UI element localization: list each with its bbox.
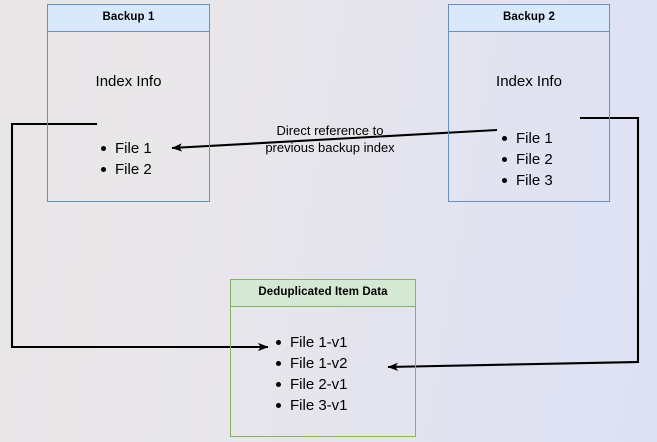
backup-2-body: Index Info File 1 File 2 File 3 — [449, 32, 609, 202]
backup-2-file-list: File 1 File 2 File 3 — [486, 128, 553, 191]
deduplicated-file-list: File 1-v1 File 1-v2 File 2-v1 File 3-v1 — [260, 332, 348, 416]
list-item: File 2-v1 — [276, 374, 348, 395]
connector-backup2-to-backup1-reference — [171, 128, 498, 152]
list-item: File 3 — [502, 170, 553, 191]
list-item: File 2 — [101, 159, 152, 180]
list-item: File 1 — [502, 128, 553, 149]
backup-1-index-info-caption: Index Info — [95, 72, 162, 90]
connector-backup1-file1-to-dedup — [10, 122, 269, 352]
list-item: File 1-v2 — [276, 353, 348, 374]
backup-2-box[interactable]: Backup 2 Index Info File 1 File 2 File 3 — [448, 4, 610, 202]
backup-2-title: Backup 2 — [449, 5, 609, 32]
direct-reference-label-line-2: previous backup index — [265, 140, 395, 155]
backup-2-index-info-caption: Index Info — [496, 72, 562, 90]
list-item: File 1 — [101, 138, 152, 159]
backup-1-box[interactable]: Backup 1 Index Info File 1 File 2 — [47, 4, 210, 202]
list-item: File 1-v1 — [276, 332, 348, 353]
direct-reference-label-line-1: Direct reference to — [276, 123, 384, 138]
backup-1-body: Index Info File 1 File 2 — [48, 32, 209, 202]
deduplicated-item-data-body: File 1-v1 File 1-v2 File 2-v1 File 3-v1 — [231, 307, 415, 437]
list-item: File 3-v1 — [276, 395, 348, 416]
list-item: File 2 — [502, 149, 553, 170]
deduplicated-item-data-box[interactable]: Deduplicated Item Data File 1-v1 File 1-… — [230, 279, 416, 437]
backup-1-title: Backup 1 — [48, 5, 209, 32]
direct-reference-label: Direct reference to previous backup inde… — [246, 122, 414, 156]
backup-1-file-list: File 1 File 2 — [85, 138, 152, 180]
deduplicated-item-data-title: Deduplicated Item Data — [231, 280, 415, 307]
